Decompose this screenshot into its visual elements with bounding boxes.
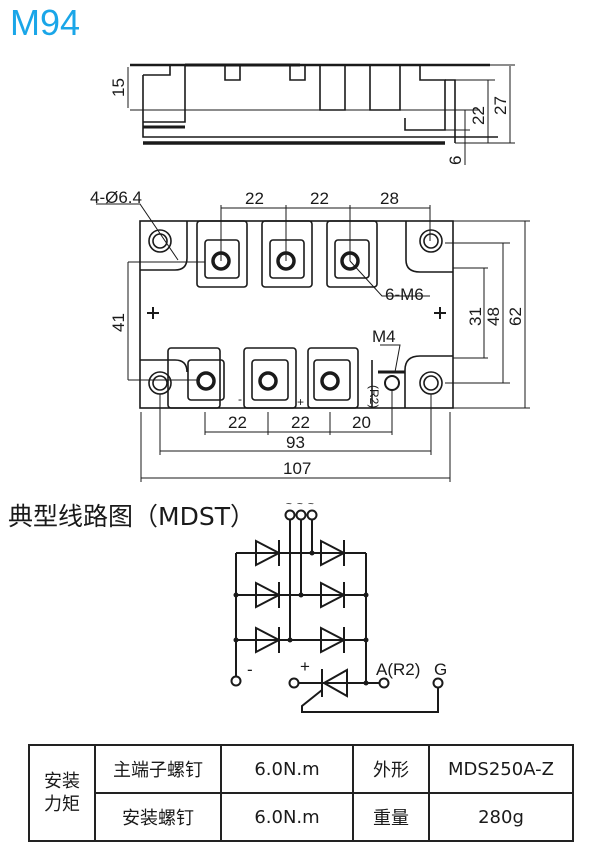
spec-table: 安装 力矩 主端子螺钉 6.0N.m 外形 MDS250A-Z 安装螺钉 6.0… [28, 744, 574, 842]
prop-value-cell: 280g [428, 792, 574, 842]
item-cell: 主端子螺钉 [94, 744, 222, 794]
thyristor [301, 668, 439, 713]
dim-6: 6 [446, 156, 465, 165]
group-label: 安装 力矩 [28, 744, 96, 842]
label-plus: + [297, 395, 304, 409]
value-cell: 6.0N.m [220, 744, 354, 794]
label-r2: (R2) [367, 385, 381, 408]
item-cell: 安装螺钉 [94, 792, 222, 842]
dim-bot-20: 20 [352, 413, 371, 432]
prop-cell: 外形 [352, 744, 430, 794]
label-gate-screw: M4 [372, 327, 396, 346]
dim-bot-22a: 22 [228, 413, 247, 432]
diode [255, 581, 282, 609]
dim-right-31: 31 [466, 307, 485, 326]
table-row: 安装螺钉 6.0N.m 重量 280g [29, 792, 574, 842]
dim-top-22b: 22 [310, 189, 329, 208]
dim-bot-93: 93 [286, 433, 305, 452]
diode [255, 539, 282, 567]
diode [320, 539, 347, 567]
dim-top-22a: 22 [245, 189, 264, 208]
dim-27: 27 [491, 96, 510, 115]
side-view: 15 22 27 6 [109, 63, 515, 165]
minus-label: - [247, 660, 253, 679]
dim-bot-107: 107 [283, 459, 311, 478]
label-minus: - [238, 392, 242, 406]
circuit-labels: ~ ~ ~ - + A(R2) G [247, 499, 447, 679]
ac-label-2: ~ [297, 499, 303, 510]
dim-top-28: 28 [380, 189, 399, 208]
diode [320, 581, 347, 609]
top-view [96, 203, 530, 482]
dim-bot-22b: 22 [291, 413, 310, 432]
dim-15: 15 [109, 78, 128, 97]
ac-label-3: ~ [308, 499, 314, 510]
prop-value-cell: MDS250A-Z [428, 744, 574, 794]
model-title: M94 [10, 2, 81, 43]
mount-hole-br [419, 371, 443, 395]
prop-cell: 重量 [352, 792, 430, 842]
circuit-title: 典型线路图（MDST） [8, 502, 255, 531]
diode [255, 626, 282, 654]
dim-right-48: 48 [484, 307, 503, 326]
mount-hole-tr [419, 229, 443, 253]
table-row: 安装 力矩 主端子螺钉 6.0N.m 外形 MDS250A-Z [28, 744, 574, 842]
label-terminals: 6-M6 [385, 285, 424, 304]
dim-22-side: 22 [469, 106, 488, 125]
top-view-text: 4-Ø6.4 6-M6 M4 (R2) - + 22 22 28 41 31 4… [90, 188, 525, 478]
circuit-diagram [230, 509, 444, 713]
ac-label-1: ~ [286, 499, 292, 510]
value-cell: 6.0N.m [220, 792, 354, 842]
dim-left-41: 41 [109, 313, 128, 332]
plus-label: + [300, 657, 310, 676]
label-holes: 4-Ø6.4 [90, 188, 142, 207]
diode [320, 626, 347, 654]
dim-right-62: 62 [506, 307, 525, 326]
gate-label: G [434, 660, 447, 679]
anode-label: A(R2) [376, 660, 420, 679]
